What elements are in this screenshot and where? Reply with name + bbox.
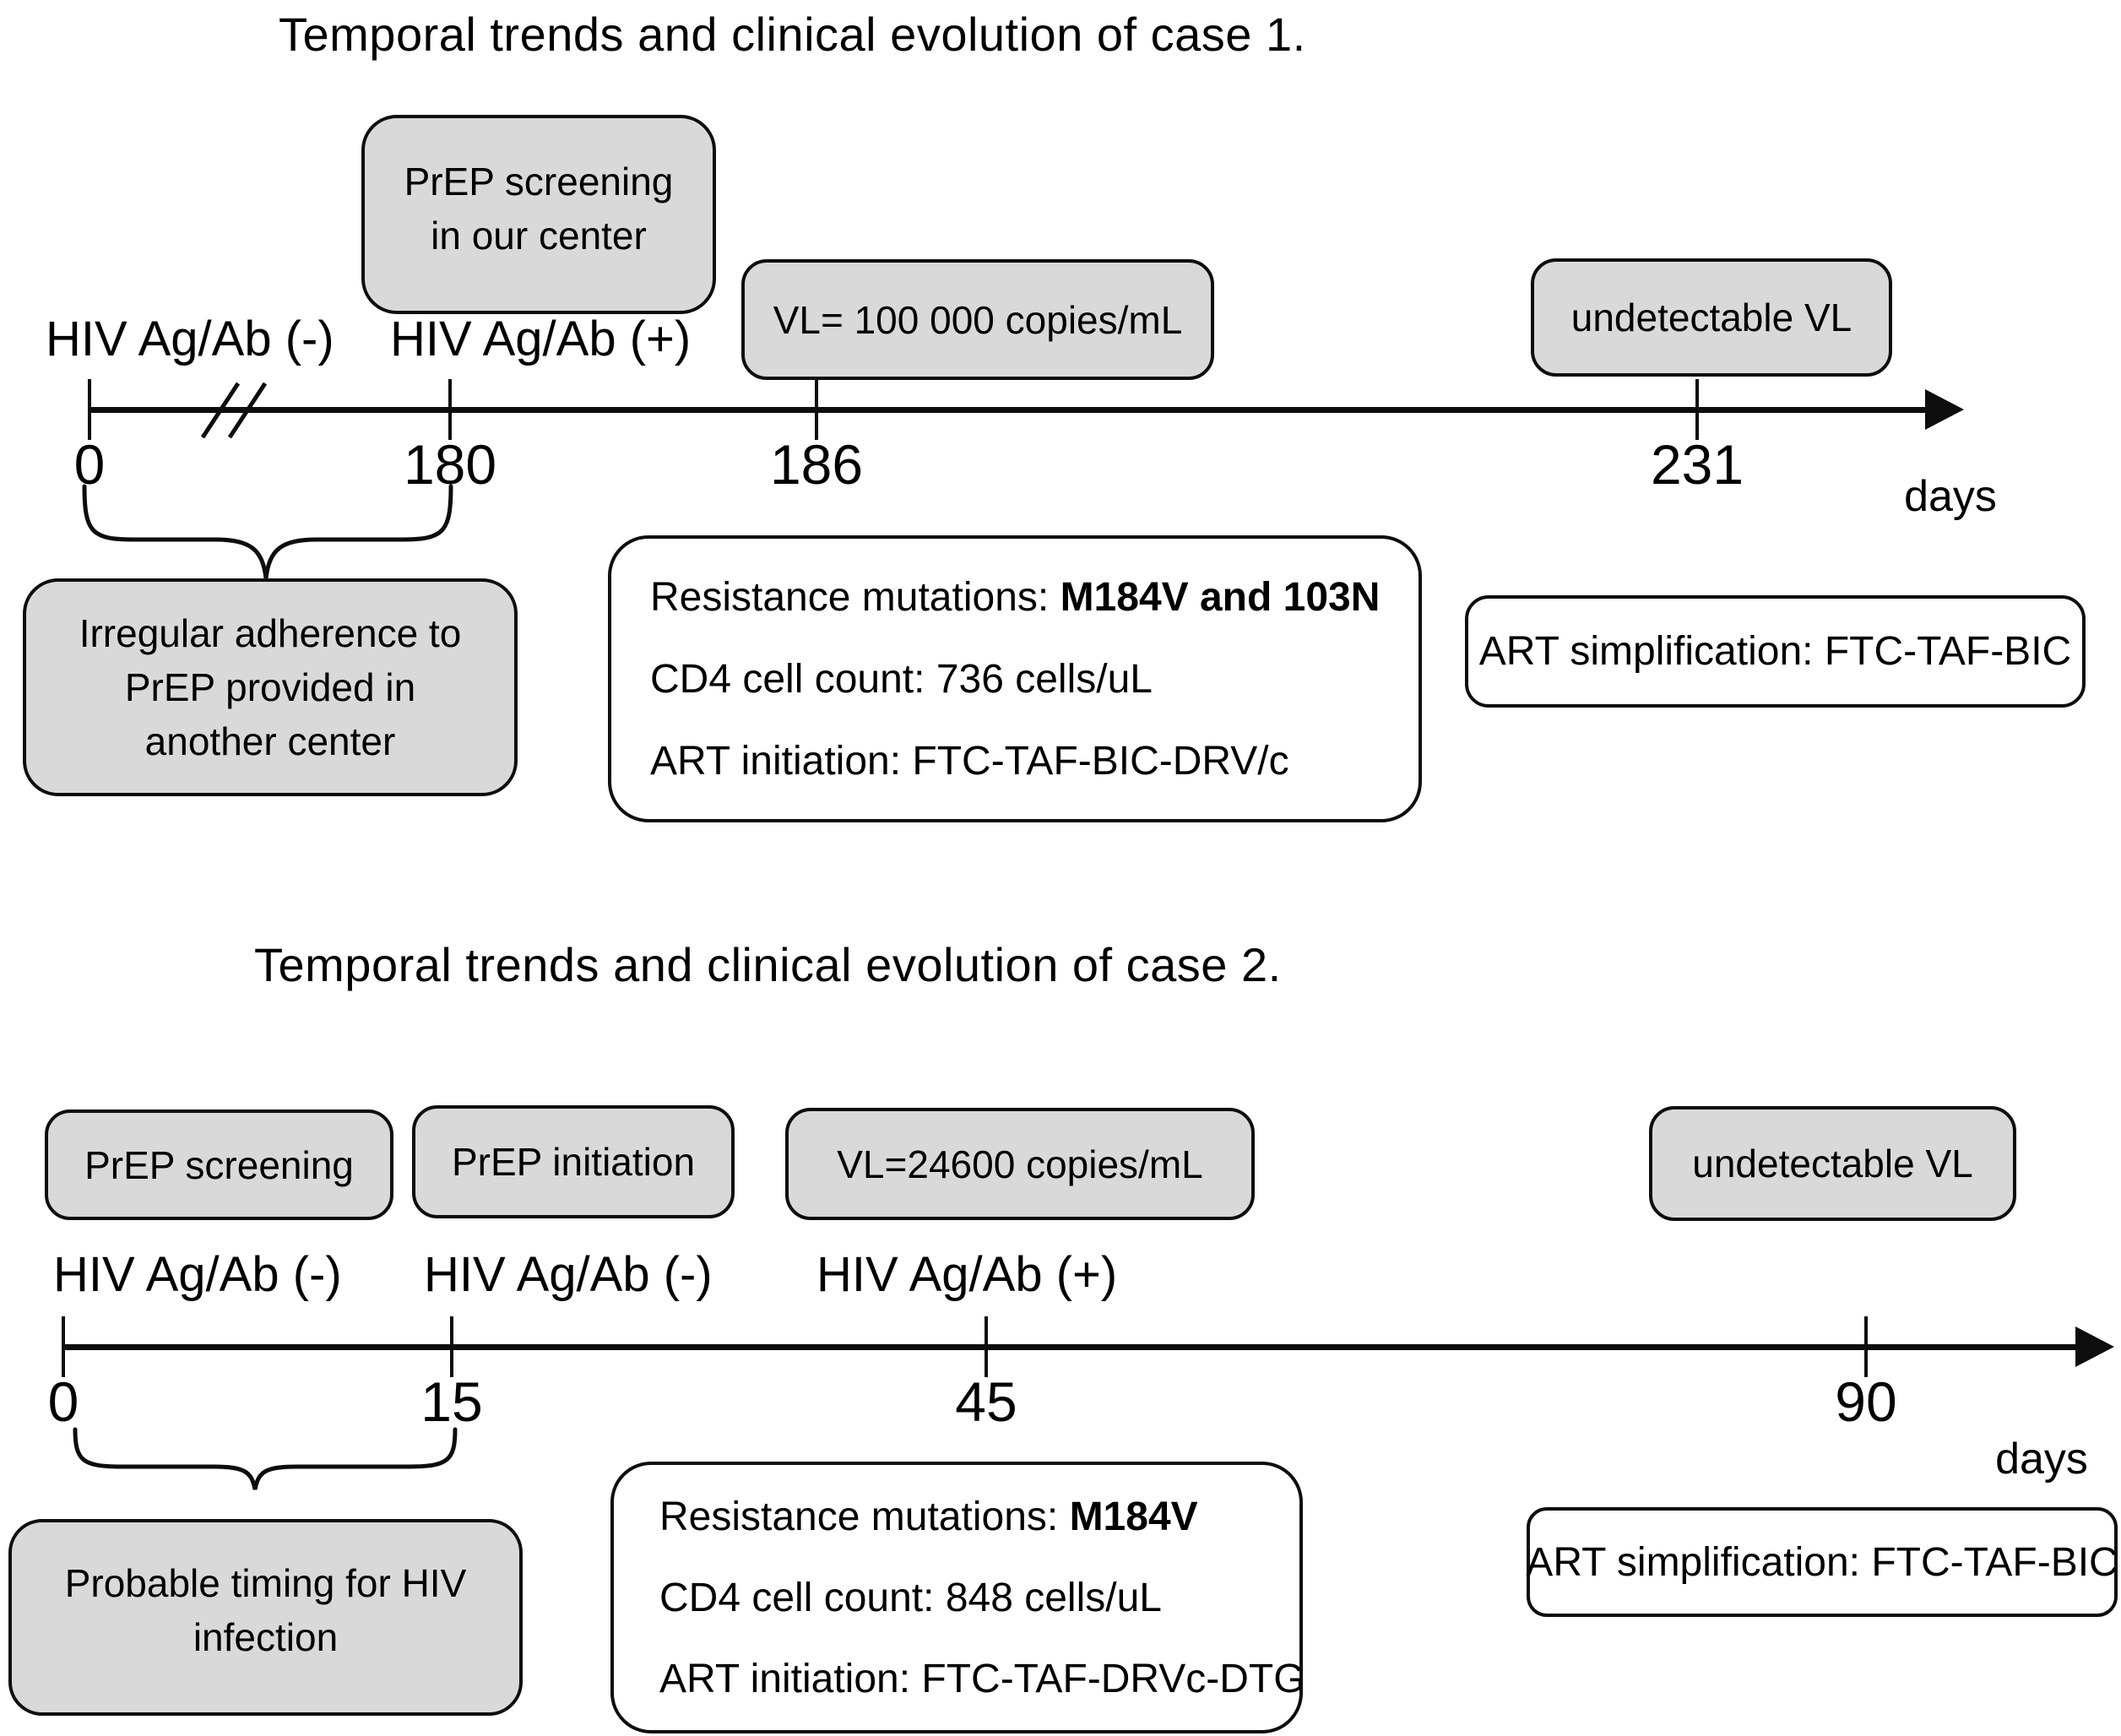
case2-art-simplification-text: ART simplification: FTC-TAF-BIC <box>1526 1539 2118 1585</box>
case1-prep-screening-line2: in our center <box>431 214 647 258</box>
case1-undetectable-vl-box: undetectable VL <box>1531 258 1892 377</box>
case2-viral-load-box: VL=24600 copies/mL <box>785 1108 1255 1220</box>
case1-axis-break-icon <box>200 382 268 439</box>
case1-tick-label-186: 186 <box>769 433 864 496</box>
case2-tick-45 <box>985 1316 988 1377</box>
case2-hiv-positive-label: HIV Ag/Ab (+) <box>816 1247 1118 1302</box>
case2-tick-label-15: 15 <box>420 1370 483 1433</box>
case2-curly-brace <box>73 1427 458 1490</box>
case2-title: Temporal trends and clinical evolution o… <box>254 938 1282 991</box>
case1-days-label: days <box>1904 472 1997 521</box>
case2-timeline-axis <box>63 1344 2081 1350</box>
case2-prep-screening-box: PrEP screening <box>45 1109 393 1220</box>
case1-prep-screening-box: PrEP screening in our center <box>361 115 716 314</box>
case1-art-simplification-text: ART simplification: FTC-TAF-BIC <box>1478 629 2072 674</box>
case1-undetectable-vl-text: undetectable VL <box>1570 296 1852 339</box>
case1-viral-load-box: VL= 100 000 copies/mL <box>741 259 1214 380</box>
case1-art-simplification-box: ART simplification: FTC-TAF-BIC <box>1465 595 2086 708</box>
case1-brace-note-line2: PrEP provided in <box>124 665 416 709</box>
case1-hiv-negative-label: HIV Ag/Ab (-) <box>46 312 334 366</box>
case2-tick-15 <box>450 1316 453 1377</box>
case1-title: Temporal trends and clinical evolution o… <box>279 8 1306 61</box>
case1-tick-label-0: 0 <box>73 433 106 496</box>
case2-viral-load-text: VL=24600 copies/mL <box>837 1142 1203 1186</box>
case1-brace-note-line3: another center <box>144 719 396 763</box>
case1-brace-note-box: Irregular adherence to PrEP provided in … <box>23 578 518 796</box>
case2-tick-90 <box>1864 1316 1868 1377</box>
case2-axis-arrowhead-icon <box>2075 1326 2114 1367</box>
case2-resistance-mutations: M184V <box>1069 1494 1198 1539</box>
case2-resistance-label: Resistance mutations: <box>659 1494 1070 1539</box>
case2-resistance-line: Resistance mutations: M184V <box>659 1494 1299 1540</box>
case1-tick-231 <box>1695 379 1699 440</box>
case2-cd4-line: CD4 cell count: 848 cells/uL <box>659 1575 1162 1620</box>
case1-curly-brace <box>82 484 453 579</box>
case1-timeline-axis <box>90 407 1930 413</box>
case2-brace-note-line2: infection <box>193 1614 339 1659</box>
case2-undetectable-vl-text: undetectable VL <box>1692 1142 1973 1185</box>
case1-resistance-line: Resistance mutations: M184V and 103N <box>650 574 1419 621</box>
case2-tick-label-90: 90 <box>1835 1370 1897 1433</box>
case1-axis-arrowhead-icon <box>1925 389 1964 430</box>
case2-brace-note-box: Probable timing for HIV infection <box>8 1519 523 1716</box>
case1-prep-screening-line1: PrEP screening <box>404 160 674 203</box>
case1-viral-load-text: VL= 100 000 copies/mL <box>773 297 1183 342</box>
case2-tick-label-0: 0 <box>47 1370 79 1433</box>
case2-brace-note-line1: Probable timing for HIV <box>64 1560 467 1605</box>
case2-undetectable-vl-box: undetectable VL <box>1649 1106 2016 1221</box>
case1-resistance-label: Resistance mutations: <box>650 574 1060 620</box>
case2-days-label: days <box>1995 1435 2088 1484</box>
case1-resistance-box: Resistance mutations: M184V and 103N CD4… <box>608 535 1422 822</box>
case1-resistance-mutations: M184V and 103N <box>1060 574 1381 620</box>
case1-brace-note-line1: Irregular adherence to <box>79 611 462 655</box>
case2-tick-label-45: 45 <box>955 1370 1017 1433</box>
case2-prep-screening-text: PrEP screening <box>84 1142 354 1187</box>
case1-tick-180 <box>448 379 452 440</box>
case2-hiv-negative2-label: HIV Ag/Ab (-) <box>424 1247 713 1302</box>
case1-hiv-positive-label: HIV Ag/Ab (+) <box>390 312 692 366</box>
case1-cd4-line: CD4 cell count: 736 cells/uL <box>650 656 1153 702</box>
case1-tick-186 <box>815 379 818 440</box>
case2-prep-initiation-text: PrEP initiation <box>451 1140 696 1184</box>
case1-art-initiation-line: ART initiation: FTC-TAF-BIC-DRV/c <box>650 738 1289 784</box>
case2-resistance-box: Resistance mutations: M184V CD4 cell cou… <box>610 1462 1305 1733</box>
case1-tick-label-231: 231 <box>1650 433 1744 496</box>
case2-prep-initiation-box: PrEP initiation <box>412 1105 735 1218</box>
case2-art-simplification-box: ART simplification: FTC-TAF-BIC <box>1526 1507 2118 1617</box>
case1-tick-0 <box>88 379 91 440</box>
case2-hiv-negative1-label: HIV Ag/Ab (-) <box>53 1247 342 1302</box>
case2-tick-0 <box>62 1316 65 1377</box>
case2-art-initiation-line: ART initiation: FTC-TAF-DRVc-DTG <box>659 1656 1305 1701</box>
